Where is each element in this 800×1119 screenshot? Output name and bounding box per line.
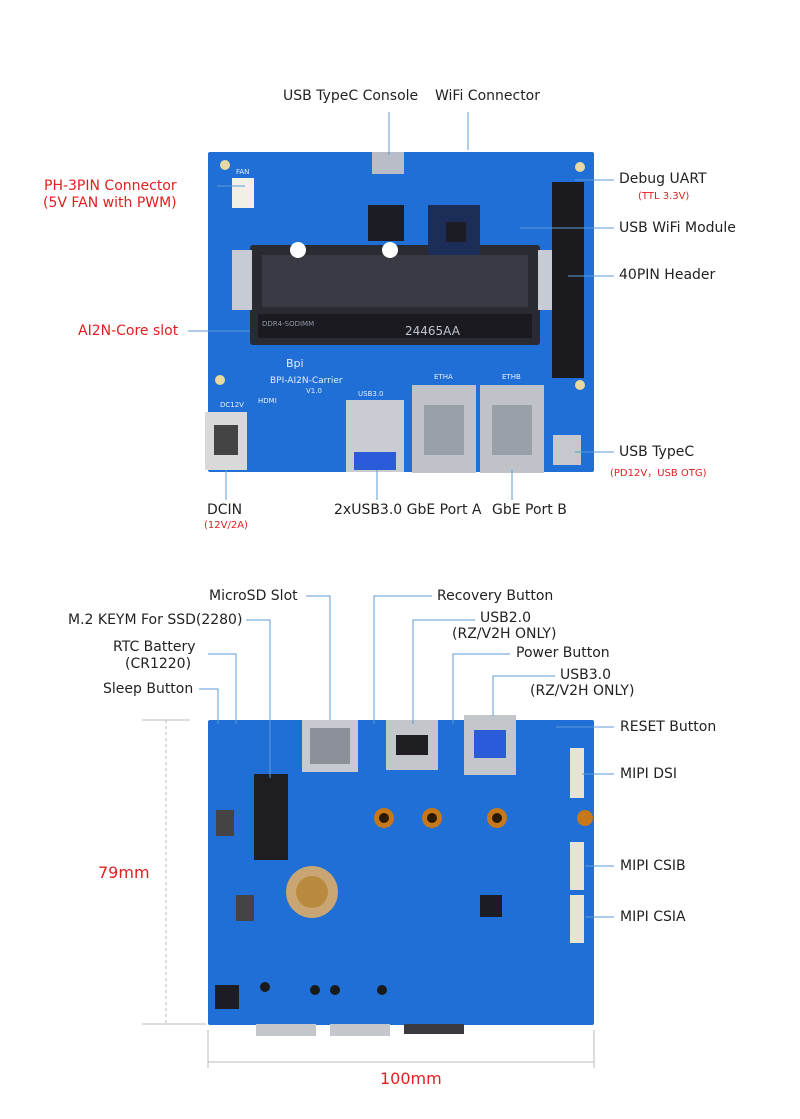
board-silk-brand: BPI-AI2N-Carrier	[270, 376, 343, 386]
board-slot-mark: 24465AA	[405, 324, 460, 338]
board-silk-hdmi: HDMI	[258, 397, 277, 405]
mipi-csib-connector	[570, 842, 584, 890]
mipi-csib-label: MIPI CSIB	[620, 858, 686, 874]
height-dimension: 79mm	[98, 863, 150, 882]
mipi-dsi-label: MIPI DSI	[620, 766, 678, 782]
ph3pin-sublabel: (5V FAN with PWM)	[43, 195, 177, 211]
usb30-gbe-a-label: 2xUSB3.0 GbE Port A	[334, 502, 482, 518]
dcin-label: DCIN	[207, 502, 243, 518]
usb-wifi-module-label: USB WiFi Module	[619, 220, 736, 236]
gbe-b-label: GbE Port B	[492, 502, 567, 518]
m2-slot	[254, 774, 288, 860]
usb30-label: USB3.0	[560, 667, 612, 683]
rtc-battery-sublabel: (CR1220)	[125, 656, 192, 672]
board-silk-fan: FAN	[236, 168, 250, 176]
mipi-csia-label: MIPI CSIA	[620, 909, 686, 925]
recovery-button-label: Recovery Button	[437, 588, 554, 604]
usb30-sublabel: (RZ/V2H ONLY)	[530, 683, 635, 699]
power-button-label: Power Button	[516, 645, 610, 661]
usb20-sublabel: (RZ/V2H ONLY)	[452, 626, 557, 642]
wifi-connector-label: WiFi Connector	[435, 88, 541, 104]
usb-typec-console-label: USB TypeC Console	[283, 88, 419, 104]
width-dimension: 100mm	[380, 1069, 442, 1088]
40pin-header	[552, 182, 584, 378]
mipi-csia-connector	[570, 895, 584, 943]
m2-keym-label: M.2 KEYM For SSD(2280)	[68, 612, 243, 628]
board-silk-version: V1.0	[306, 387, 322, 395]
usb-typec-label: USB TypeC	[619, 444, 695, 460]
board-silk-dc: DC12V	[220, 401, 244, 409]
board-silk-logo: Bpi	[286, 357, 304, 370]
board-silk-ethb: ETHB	[502, 373, 521, 381]
usb-typec-sublabel: (PD12V，USB OTG)	[610, 468, 707, 479]
dcin-sublabel: (12V/2A)	[204, 520, 248, 531]
microsd-slot-label: MicroSD Slot	[209, 588, 298, 604]
mipi-dsi-connector	[570, 748, 584, 798]
board-silk-usb30: USB3.0	[358, 390, 384, 398]
usb20-label: USB2.0	[480, 610, 532, 626]
debug-uart-label: Debug UART	[619, 171, 707, 187]
40pin-header-label: 40PIN Header	[619, 267, 716, 283]
carrier-board-bottom	[208, 720, 594, 1025]
board-silk-ddr: DDR4-SODIMM	[262, 320, 315, 328]
reset-button-label: RESET Button	[620, 719, 717, 735]
sleep-button-label: Sleep Button	[103, 681, 194, 697]
debug-uart-sublabel: (TTL 3.3V)	[638, 191, 690, 202]
ai2n-core-slot-label: AI2N-Core slot	[78, 323, 179, 339]
board-silk-etha: ETHA	[434, 373, 453, 381]
usb-typec-side-port	[553, 435, 581, 465]
rtc-battery-label: RTC Battery	[113, 639, 196, 655]
usb-typec-console-port	[372, 152, 404, 174]
ph3pin-label: PH-3PIN Connector	[44, 178, 177, 194]
